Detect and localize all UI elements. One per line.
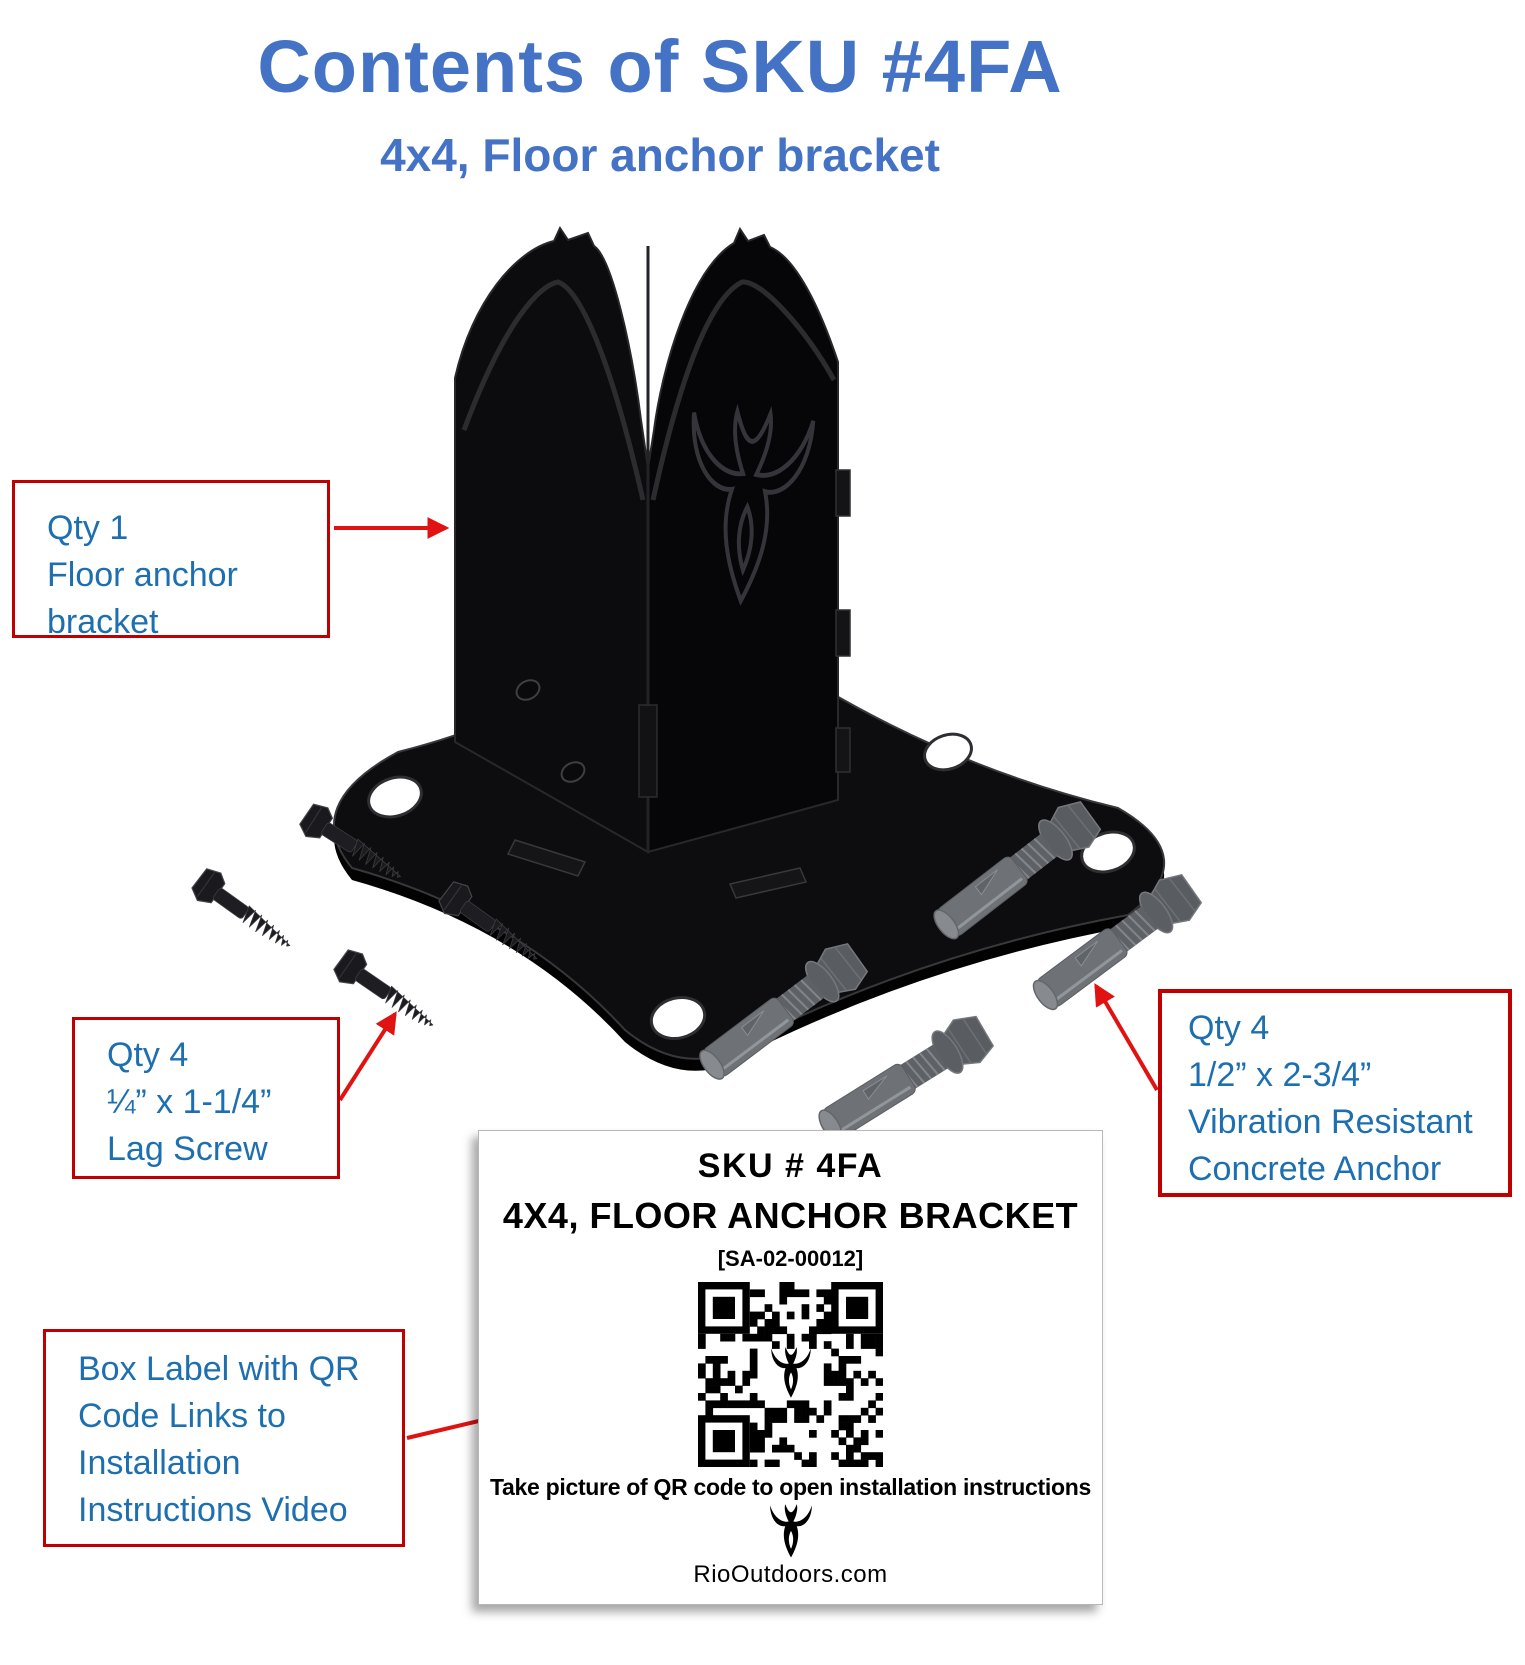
callout-line: Qty 4 [107, 1036, 189, 1074]
label-part-number: [SA-02-00012] [717, 1246, 864, 1271]
plate-hole-bottom [649, 996, 707, 1040]
label-website-text: RioOutdoors.com [693, 1561, 888, 1588]
page-title: Contents of SKU #4FA [257, 25, 1063, 108]
arrow-to-lag-screw [338, 1011, 397, 1102]
lag-screw-graphic [187, 863, 302, 961]
callout-line: Qty 4 [1188, 1009, 1270, 1047]
sleeve-screw-hole [560, 761, 586, 783]
scallop-line-right [650, 279, 837, 501]
label-product-text: 4X4, FLOOR ANCHOR BRACKET [502, 1195, 1079, 1236]
page-subtitle: 4x4, Floor anchor bracket [380, 129, 940, 181]
sleeve-tab [835, 727, 851, 773]
plate-tab [506, 839, 587, 877]
callout-line: Instructions Video [78, 1491, 348, 1529]
callout-box-lag-screw: Qty 4 ¼” x 1-1/4” Lag Screw [72, 1017, 340, 1179]
bracket-sleeve-left-face [454, 225, 649, 854]
label-qr-caption: Take picture of QR code to open installa… [490, 1474, 1091, 1500]
callout-line: Code Links to [78, 1397, 286, 1435]
callout-line: Vibration Resistant [1188, 1103, 1473, 1141]
callout-box-bracket: Qty 1 Floor anchor bracket [12, 480, 330, 641]
callout-line: Concrete Anchor [1188, 1150, 1442, 1188]
scallop-line-left [461, 279, 646, 501]
callout-line: bracket [47, 603, 159, 641]
callout-box-concrete-anchor: Qty 4 1/2” x 2-3/4” Vibration Resistant … [1158, 989, 1512, 1197]
callout-line: Floor anchor [47, 556, 238, 594]
callout-line: ¼” x 1-1/4” [107, 1083, 272, 1121]
plate-hole-right [1080, 830, 1136, 874]
plate-hole-left [367, 775, 423, 819]
product-label-card: SKU # 4FA 4X4, FLOOR ANCHOR BRACKET [SA-… [478, 1130, 1103, 1605]
sleeve-screw-hole [515, 679, 541, 701]
callout-line: 1/2” x 2-3/4” [1188, 1056, 1372, 1094]
callout-line: Installation [78, 1444, 241, 1482]
label-sku-text: SKU # 4FA [697, 1147, 884, 1185]
sleeve-tab [835, 469, 851, 517]
qr-code-icon [698, 1282, 884, 1468]
callout-box-box-label: Box Label with QR Code Links to Installa… [43, 1329, 405, 1547]
plate-hole-top [923, 732, 973, 772]
bracket-sleeve-right-face [647, 226, 839, 854]
bull-head-logo-icon [479, 1503, 1102, 1561]
floor-anchor-bracket-graphic [332, 225, 1166, 1071]
callout-line: Box Label with QR [78, 1350, 360, 1388]
arrow-to-concrete-anchor [1094, 983, 1159, 1092]
sleeve-tab [835, 609, 851, 657]
callout-line: Lag Screw [107, 1130, 268, 1168]
sleeve-slot [638, 704, 658, 798]
plate-tab [728, 867, 808, 899]
callout-line: Qty 1 [47, 509, 129, 547]
